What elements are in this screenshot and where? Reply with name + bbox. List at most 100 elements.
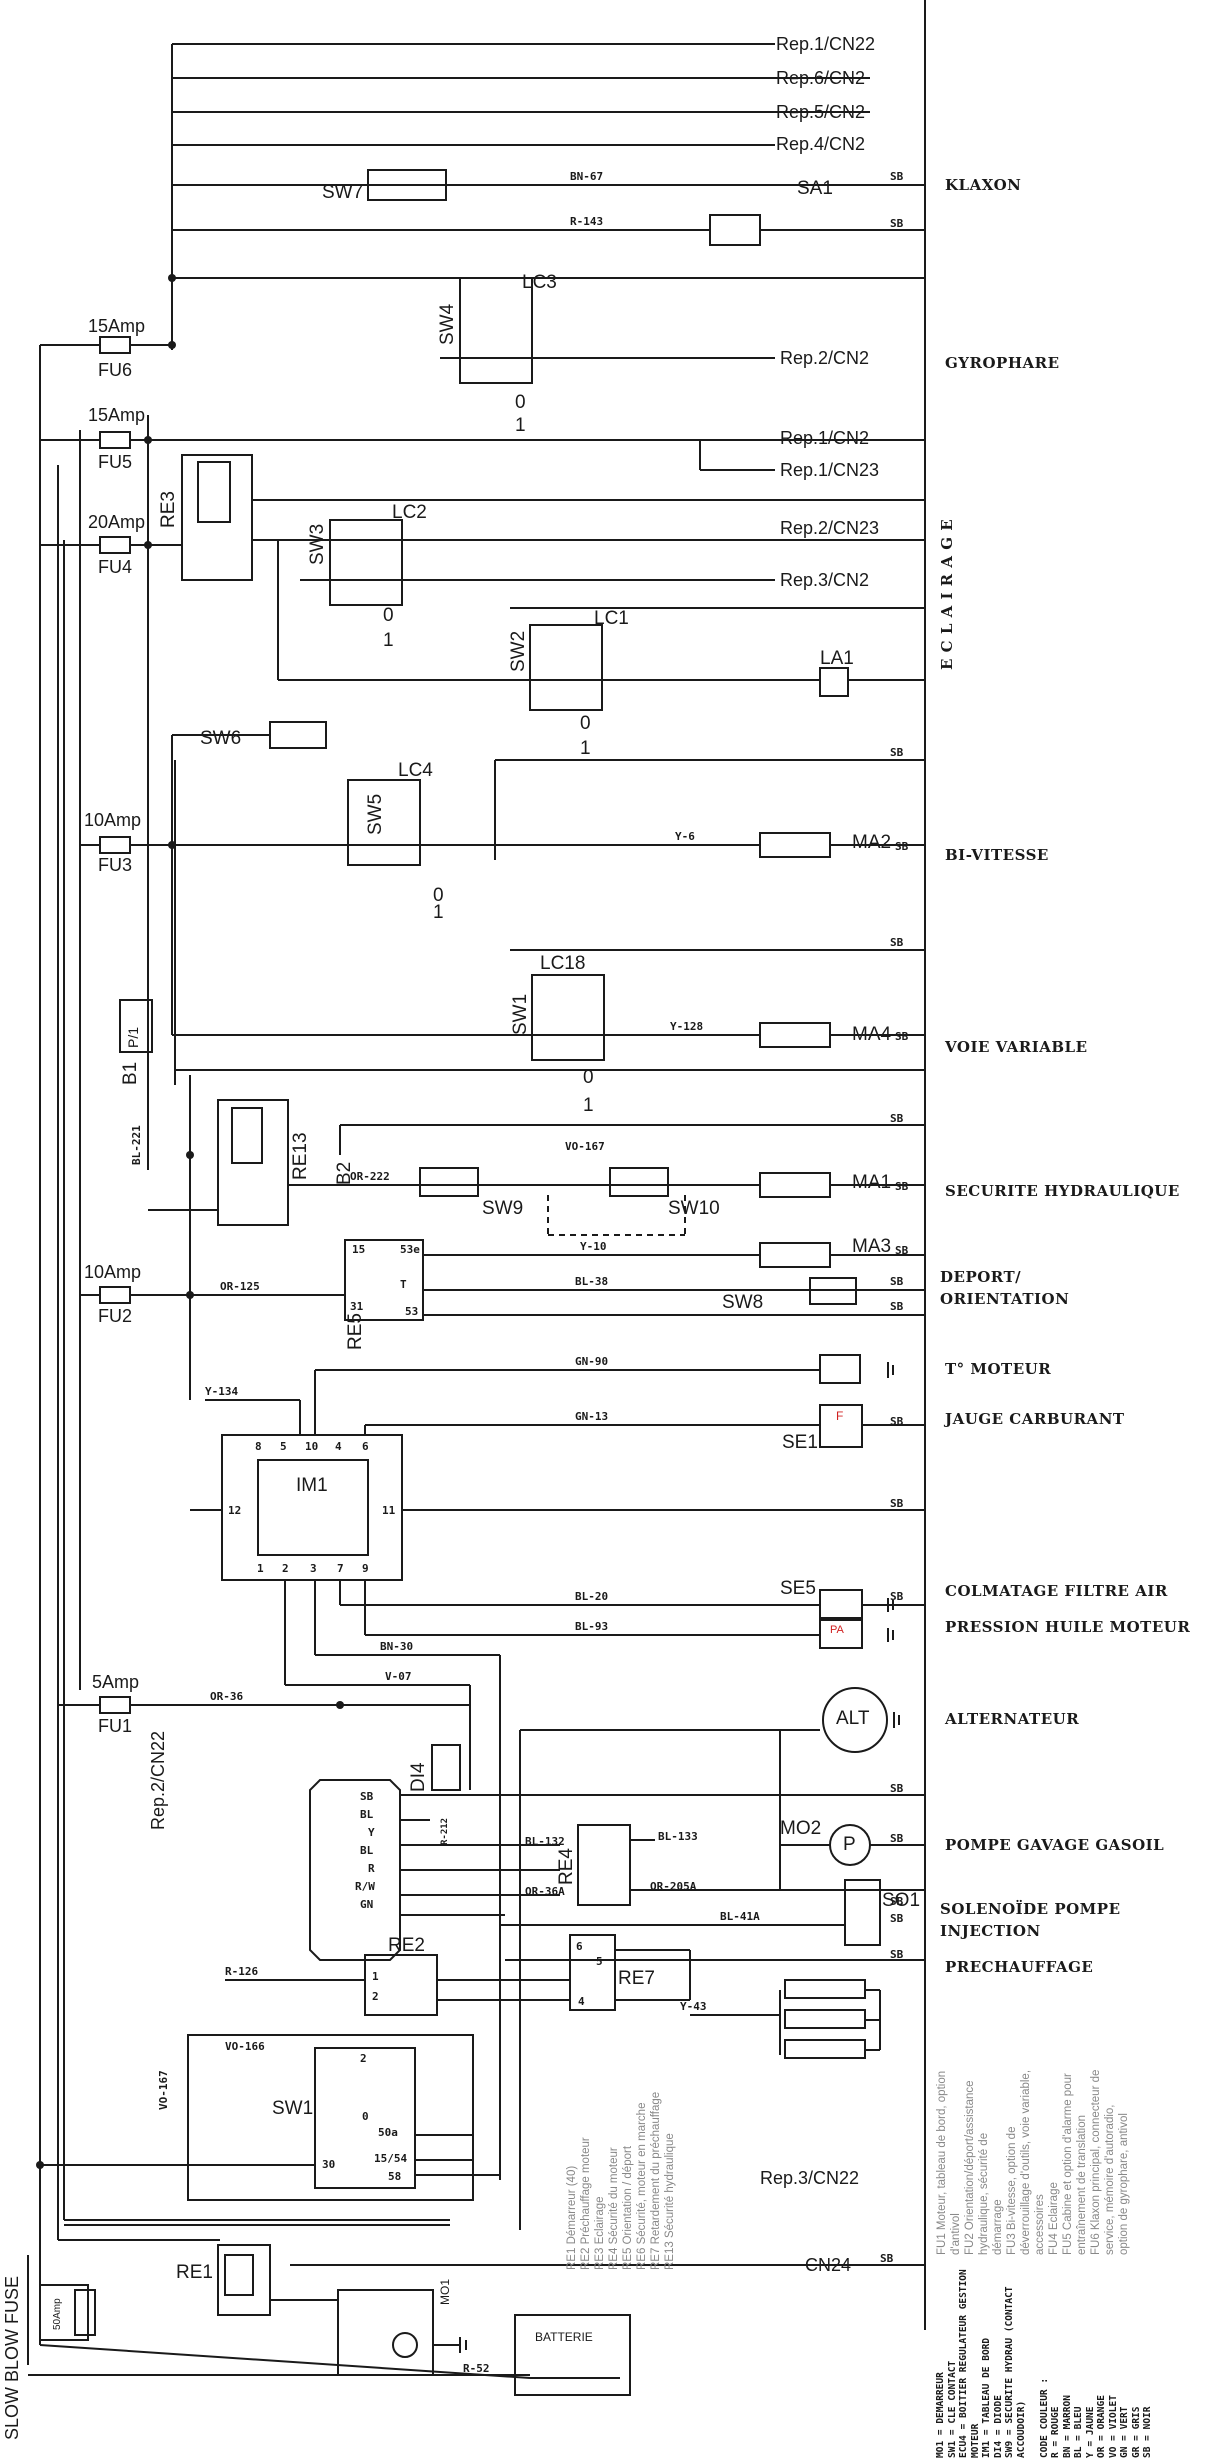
- fuse-fu6-rating: 15Amp: [88, 316, 146, 336]
- sb-marker: SB: [890, 217, 904, 230]
- component-mo2: MO2: [780, 1818, 822, 1839]
- component-di4: DI4: [408, 1762, 429, 1792]
- im1-pin: 6: [362, 1440, 369, 1453]
- wire-label: VO-167: [565, 1140, 605, 1153]
- label-t-moteur: T° MOTEUR: [945, 1360, 1052, 1378]
- sw2-position-1: 1: [580, 738, 591, 759]
- re7-pin: 6: [576, 1940, 583, 1953]
- im1-pin: 4: [335, 1440, 342, 1453]
- sb-marker: SB: [890, 170, 904, 183]
- fuse-fu3-name: FU3: [98, 855, 133, 875]
- wire-label: R-126: [225, 1965, 259, 1978]
- wire-label: R-52: [463, 2362, 490, 2375]
- component-sw6: SW6: [200, 728, 242, 749]
- component-p1: P/1: [125, 1026, 141, 1048]
- ref-rep5-cn2: Rep.5/CN2: [776, 102, 866, 122]
- sb-marker: SB: [895, 1244, 909, 1257]
- component-mo2-p: P: [843, 1834, 856, 1855]
- sb-marker: SB: [890, 1895, 904, 1908]
- re7-pin: 4: [578, 1995, 585, 2008]
- im1-pin: 12: [228, 1504, 242, 1517]
- wire-label: OR-125: [220, 1280, 260, 1293]
- label-jauge-carburant: JAUGE CARBURANT: [945, 1410, 1125, 1428]
- component-mo1: MO1: [438, 2278, 452, 2305]
- regulator-pin: BL: [360, 1808, 374, 1821]
- legend-line: FU4 Eclairage: [1048, 2182, 1060, 2255]
- component-sw2: SW2: [508, 630, 529, 672]
- sb-marker: SB: [895, 1030, 909, 1043]
- ref-rep4-cn2: Rep.4/CN2: [776, 134, 866, 154]
- wire-label: BL-38: [575, 1275, 609, 1288]
- label-solenoide-2: INJECTION: [940, 1922, 1041, 1940]
- legend-line: FU5 Cabine et option d'alarme pour: [1062, 2073, 1074, 2255]
- code-line: R = ROUGE: [1050, 2406, 1061, 2458]
- wire-label: BN-30: [380, 1640, 414, 1653]
- wire-label: Y-6: [675, 830, 695, 843]
- component-pa: PA: [830, 1624, 844, 1636]
- wire-label: Y-10: [580, 1240, 607, 1253]
- sb-marker: SB: [890, 1590, 904, 1603]
- component-batterie: BATTERIE: [535, 2330, 593, 2344]
- re5-pin: 31: [350, 1300, 364, 1313]
- component-re13: RE13: [290, 1132, 311, 1180]
- sw4-position-1: 1: [515, 415, 526, 436]
- wire-label: BL-221: [130, 1125, 143, 1165]
- component-sw5: SW5: [365, 793, 386, 835]
- ref-rep1-cn2: Rep.1/CN2: [780, 428, 870, 448]
- sb-marker: SB: [890, 1112, 904, 1125]
- ref-rep1-cn23: Rep.1/CN23: [780, 460, 880, 480]
- sb-marker: SB: [890, 1912, 904, 1925]
- sb-marker: SB: [895, 840, 909, 853]
- sw4-position-0: 0: [515, 392, 526, 413]
- component-lc2: LC2: [392, 502, 427, 523]
- slow-blow-fuse-label: SLOW BLOW FUSE: [2, 2275, 22, 2440]
- code-line: DI4 = DIODE: [992, 2395, 1004, 2458]
- component-sw4: SW4: [437, 303, 458, 345]
- label-pompe-gavage: POMPE GAVAGE GASOIL: [945, 1836, 1165, 1854]
- code-line: SW9 = SECURITE HYDRAU (CONTACT: [1004, 2286, 1015, 2458]
- ref-rep2-cn23: Rep.2/CN23: [780, 518, 880, 538]
- legend-line: démarrage: [992, 2199, 1004, 2255]
- code-line: CODE COULEUR :: [1038, 2377, 1050, 2458]
- legend-line: FU1 Moteur, tableau de bord, option: [936, 2070, 948, 2255]
- legend-line: FU6 Klaxon principal, connecteur de: [1090, 2069, 1102, 2255]
- sw5-position-1: 1: [433, 902, 444, 923]
- component-ma1: MA1: [852, 1172, 892, 1193]
- sb-marker: SB: [890, 1497, 904, 1510]
- legend-line: accessoires: [1034, 2194, 1046, 2255]
- label-klaxon: KLAXON: [945, 176, 1022, 194]
- component-sw1b: SW1: [272, 2098, 314, 2119]
- wire-label: BN-67: [570, 170, 604, 183]
- regulator-pin: R: [368, 1862, 375, 1875]
- component-sw9: SW9: [482, 1198, 524, 1219]
- regulator-pin: GN: [360, 1898, 374, 1911]
- wire-label: R-212: [440, 1817, 450, 1845]
- fuse-legend: FU1 Moteur, tableau de bord, option d'an…: [935, 2070, 1131, 2255]
- wire-label: VO-166: [225, 2040, 265, 2053]
- legend-line: hydraulique, sécurité de: [978, 2132, 990, 2255]
- legend-line: RE1 Démarreur (40): [566, 2165, 578, 2270]
- re2-pin: 2: [372, 1990, 379, 2003]
- code-line: MOTEUR: [969, 2423, 981, 2458]
- re7-pin: 5: [596, 1955, 603, 1968]
- label-bi-vitesse: BI-VITESSE: [945, 846, 1049, 864]
- label-securite-hydraulique: SECURITE HYDRAULIQUE: [945, 1182, 1180, 1200]
- legend-line: d'antivol: [950, 2213, 962, 2255]
- wire-label: BL-41A: [720, 1910, 760, 1923]
- legend-line: FU3 Bi-vitesse, option de: [1006, 2126, 1018, 2255]
- sb-marker: SB: [890, 1275, 904, 1288]
- component-re2: RE2: [388, 1935, 425, 1956]
- wire-label: V-07: [385, 1670, 412, 1683]
- code-line: ECU4 = BOITIER REGULATEUR GESTION: [958, 2269, 969, 2458]
- re2-pin: 1: [372, 1970, 379, 1983]
- wire-label: OR-205A: [650, 1880, 697, 1893]
- component-sw10: SW10: [668, 1198, 720, 1219]
- im1-pin: 7: [337, 1562, 344, 1575]
- component-ma2: MA2: [852, 832, 892, 853]
- wire-label: GN-90: [575, 1355, 609, 1368]
- label-alternateur: ALTERNATEUR: [945, 1710, 1080, 1728]
- ref-rep2-cn22-vertical: Rep.2/CN22: [148, 1730, 168, 1830]
- wire-label: Y-134: [205, 1385, 239, 1398]
- legend-line: déverrouillage d'outils, voie variable,: [1020, 2069, 1032, 2255]
- sw2-position-0: 0: [580, 713, 591, 734]
